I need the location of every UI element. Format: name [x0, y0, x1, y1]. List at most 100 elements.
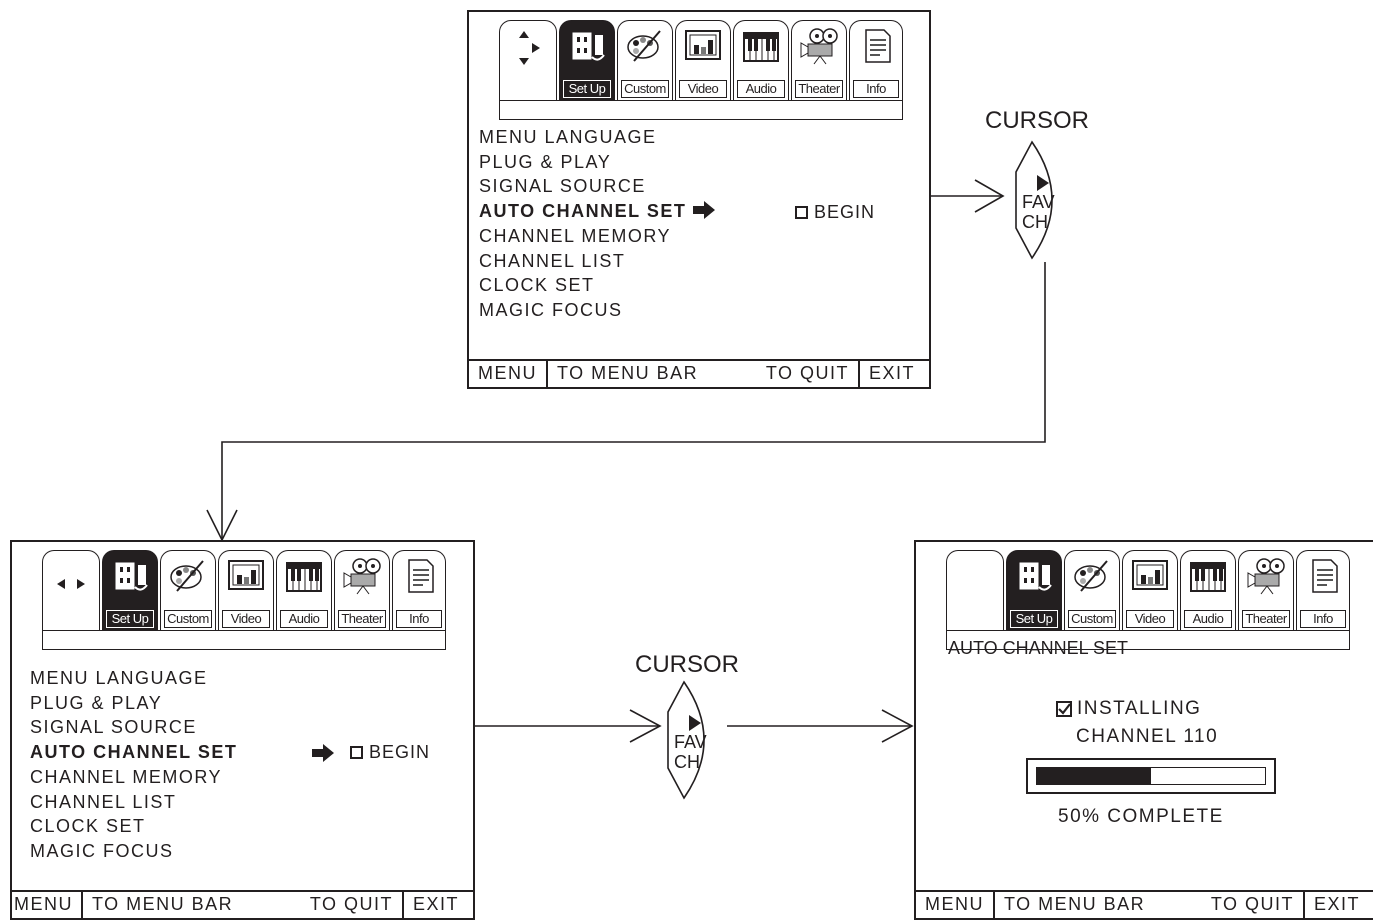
tab-audio[interactable]: Audio — [1180, 550, 1236, 630]
begin-option[interactable]: BEGIN — [795, 202, 875, 223]
install-title: AUTO CHANNEL SET — [948, 638, 1129, 658]
menu-item-auto-channel-set[interactable]: AUTO CHANNEL SET — [479, 199, 715, 224]
setup-menu-screen-2: Set Up Custom Video Audio Theater Info M… — [10, 540, 475, 920]
tab-theater[interactable]: Theater — [334, 550, 390, 630]
menu-item-channel-memory[interactable]: CHANNEL MEMORY — [30, 766, 223, 787]
menu-item-clock-set[interactable]: CLOCK SET — [479, 275, 595, 296]
tab-info[interactable]: Info — [849, 20, 903, 100]
footer-bar: MENU TO MENU BAR TO QUIT EXIT — [469, 359, 929, 387]
menu-item-channel-list[interactable]: CHANNEL LIST — [479, 250, 626, 271]
nav-tab[interactable] — [499, 20, 557, 100]
channel-number: CHANNEL 110 — [1076, 726, 1219, 747]
piano-keys-icon — [286, 562, 322, 592]
document-icon — [408, 559, 434, 593]
tab-video[interactable]: Video — [1122, 550, 1178, 630]
tv-bars-icon — [685, 30, 721, 60]
outlet-plug-icon — [571, 31, 605, 61]
tab-theater-label: Theater — [795, 80, 843, 98]
tab-info-label: Info — [1300, 610, 1346, 628]
film-projector-icon — [800, 28, 838, 65]
palette-icon — [627, 30, 661, 62]
tab-audio[interactable]: Audio — [276, 550, 332, 630]
menu-item-plug-and-play[interactable]: PLUG & PLAY — [479, 151, 612, 172]
footer-exit: EXIT — [1313, 894, 1360, 914]
tab-setup-label: Set Up — [106, 610, 154, 628]
fav-ch-key-top: FAV CH — [1014, 140, 1074, 260]
installing-status: INSTALLING — [1056, 698, 1201, 720]
menu-item-signal-source[interactable]: SIGNAL SOURCE — [479, 176, 646, 197]
install-progress-bar — [1026, 758, 1276, 794]
tab-theater[interactable]: Theater — [791, 20, 847, 100]
menu-item-channel-list[interactable]: CHANNEL LIST — [30, 791, 177, 812]
footer-exit: EXIT — [412, 894, 459, 914]
menu-item-plug-and-play[interactable]: PLUG & PLAY — [30, 692, 163, 713]
tab-custom-label: Custom — [621, 80, 669, 98]
begin-label: BEGIN — [369, 742, 431, 762]
menu-icon-bar: Set Up Custom Video Audio Theater Info — [946, 550, 1350, 650]
piano-keys-icon — [743, 32, 779, 62]
setup-menu-list: MENU LANGUAGE PLUG & PLAY SIGNAL SOURCE … — [479, 125, 715, 323]
right-arrow-icon — [312, 743, 334, 762]
begin-checkbox[interactable] — [350, 746, 363, 759]
footer-to-quit: TO QUIT — [1202, 892, 1305, 918]
tab-setup[interactable]: Set Up — [559, 20, 615, 100]
tab-custom-label: Custom — [1068, 610, 1116, 628]
menu-item-magic-focus[interactable]: MAGIC FOCUS — [479, 299, 623, 320]
footer-bar: MENU TO MENU BAR TO QUIT EXIT — [12, 890, 473, 918]
menu-icon-bar: Set Up Custom Video Audio Theater Info — [499, 20, 903, 120]
menu-item-auto-channel-set-label: AUTO CHANNEL SET — [479, 201, 687, 222]
fav-text: FAV — [1022, 192, 1055, 212]
tab-video[interactable]: Video — [675, 20, 731, 100]
menu-item-auto-channel-set[interactable]: AUTO CHANNEL SET — [30, 742, 238, 763]
tab-audio[interactable]: Audio — [733, 20, 789, 100]
palette-icon — [1074, 560, 1108, 592]
menu-bar-strip — [499, 100, 903, 120]
tab-theater[interactable]: Theater — [1238, 550, 1294, 630]
tab-video-label: Video — [679, 80, 727, 98]
nav-tab[interactable] — [946, 550, 1004, 630]
footer-menu-key: MENU — [469, 361, 548, 387]
tab-custom[interactable]: Custom — [1064, 550, 1120, 630]
menu-item-magic-focus[interactable]: MAGIC FOCUS — [30, 840, 174, 861]
footer-exit: EXIT — [868, 363, 915, 383]
tv-bars-icon — [1132, 560, 1168, 590]
tab-info[interactable]: Info — [392, 550, 446, 630]
nav-tab[interactable] — [42, 550, 100, 630]
tab-custom[interactable]: Custom — [160, 550, 216, 630]
tab-setup[interactable]: Set Up — [102, 550, 158, 630]
installing-label: INSTALLING — [1077, 698, 1202, 719]
begin-label: BEGIN — [814, 202, 876, 222]
tab-setup-label: Set Up — [1010, 610, 1058, 628]
footer-bar: MENU TO MENU BAR TO QUIT EXIT — [916, 890, 1373, 918]
tab-audio-label: Audio — [737, 80, 785, 98]
outlet-plug-icon — [1018, 561, 1052, 591]
menu-item-channel-memory[interactable]: CHANNEL MEMORY — [479, 225, 672, 246]
tab-theater-label: Theater — [1242, 610, 1290, 628]
begin-checkbox[interactable] — [795, 206, 808, 219]
footer-to-quit: TO QUIT — [301, 892, 404, 918]
menu-item-menu-language[interactable]: MENU LANGUAGE — [479, 127, 657, 147]
film-projector-icon — [1247, 558, 1285, 595]
menu-item-signal-source[interactable]: SIGNAL SOURCE — [30, 717, 197, 738]
footer-to-menu-bar: TO MENU BAR — [1004, 894, 1146, 914]
fav-ch-key-shape-icon — [667, 680, 705, 800]
menu-item-clock-set[interactable]: CLOCK SET — [30, 816, 146, 837]
ch-text: CH — [674, 752, 700, 772]
footer-to-quit: TO QUIT — [757, 361, 860, 387]
menu-item-menu-language[interactable]: MENU LANGUAGE — [30, 668, 208, 688]
tab-custom[interactable]: Custom — [617, 20, 673, 100]
progress-percent: 50% COMPLETE — [1058, 806, 1224, 827]
palette-icon — [170, 560, 204, 592]
begin-option-selected[interactable]: BEGIN — [312, 742, 430, 763]
tab-info-label: Info — [853, 80, 899, 98]
document-icon — [865, 29, 891, 63]
progress-fill — [1037, 768, 1151, 784]
fav-ch-key-top-text: FAV CH — [1022, 192, 1055, 232]
tab-info[interactable]: Info — [1296, 550, 1350, 630]
piano-keys-icon — [1190, 562, 1226, 592]
tab-custom-label: Custom — [164, 610, 212, 628]
tab-video[interactable]: Video — [218, 550, 274, 630]
tab-setup[interactable]: Set Up — [1006, 550, 1062, 630]
tab-audio-label: Audio — [280, 610, 328, 628]
tab-theater-label: Theater — [338, 610, 386, 628]
